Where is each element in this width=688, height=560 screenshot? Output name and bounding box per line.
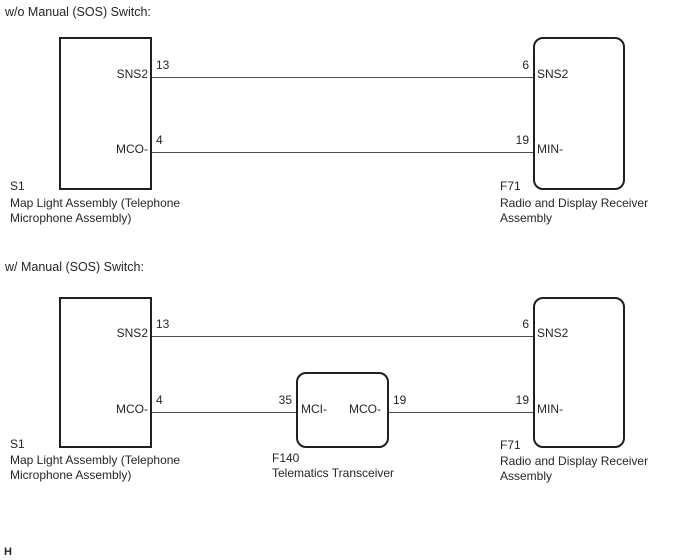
diagram1-f71-caption-line1: Radio and Display Receiver — [500, 196, 649, 210]
diagram2-f140-caption: Telematics Transceiver — [272, 466, 395, 480]
diagram1-s1-caption-line2: Microphone Assembly) — [10, 211, 132, 225]
diagram1-terminal-13: 13 — [156, 58, 170, 72]
diagram2-terminal-19-f140: 19 — [393, 393, 407, 407]
diagram2-wire-sns2 — [152, 336, 533, 337]
footer-page-mark: H — [4, 546, 12, 558]
diagram2-f71-caption: Radio and Display Receiver Assembly — [500, 454, 648, 484]
diagram1-s1-caption: Map Light Assembly (Telephone Microphone… — [10, 196, 180, 226]
diagram1-wire-mco-min — [152, 152, 533, 153]
diagram2-terminal-4: 4 — [156, 393, 163, 407]
diagram1-terminal-4: 4 — [156, 133, 163, 147]
diagram2-s1-caption: Map Light Assembly (Telephone Microphone… — [10, 453, 180, 483]
diagram1-s1-caption-line1: Map Light Assembly (Telephone — [10, 196, 181, 210]
diagram2-s1-caption-line2: Microphone Assembly) — [10, 468, 132, 482]
diagram2-f140-code: F140 — [272, 451, 300, 465]
diagram2-terminal-6: 6 — [522, 317, 529, 331]
diagram1-s1-pin-mco-label: MCO- — [116, 142, 148, 156]
diagram1-s1-pin-sns2-label: SNS2 — [116, 67, 148, 81]
diagram2-f71-pin-min-label: MIN- — [537, 402, 563, 416]
diagram2-s1-code: S1 — [10, 437, 25, 451]
diagram2-wire-mco-to-min — [389, 412, 533, 413]
diagram2-f71-pin-sns2-label: SNS2 — [537, 326, 569, 340]
diagram1-f71-caption: Radio and Display Receiver Assembly — [500, 196, 648, 226]
diagram2-title: w/ Manual (SOS) Switch: — [5, 260, 144, 274]
diagram2-terminal-35: 35 — [278, 393, 292, 407]
diagram1-f71-caption-line2: Assembly — [500, 211, 553, 225]
diagram1-terminal-19: 19 — [515, 133, 529, 147]
diagram1-terminal-6: 6 — [522, 58, 529, 72]
diagram1-f71-pin-sns2-label: SNS2 — [537, 67, 569, 81]
diagram2-s1-caption-line1: Map Light Assembly (Telephone — [10, 453, 181, 467]
diagram2-f71-caption-line2: Assembly — [500, 469, 553, 483]
diagram1-title: w/o Manual (SOS) Switch: — [5, 5, 151, 19]
diagram1-radio-box — [533, 37, 625, 190]
diagram1-f71-code: F71 — [500, 179, 521, 193]
diagram2-terminal-13: 13 — [156, 317, 170, 331]
diagram2-s1-pin-sns2-label: SNS2 — [116, 326, 148, 340]
diagram2-f140-pin-mci-label: MCI- — [301, 402, 327, 416]
diagram2-f71-caption-line1: Radio and Display Receiver — [500, 454, 649, 468]
diagram1-s1-code: S1 — [10, 179, 25, 193]
diagram1-map-light-box — [59, 37, 152, 190]
diagram2-f71-code: F71 — [500, 438, 521, 452]
diagram1-f71-pin-min-label: MIN- — [537, 142, 563, 156]
diagram2-terminal-19-f71: 19 — [515, 393, 529, 407]
diagram2-wire-mco-to-mci — [152, 412, 296, 413]
diagram2-map-light-box — [59, 297, 152, 448]
diagram2-radio-box — [533, 297, 625, 448]
diagram2-telematics-box — [296, 372, 389, 448]
diagram2-f140-pin-mco-label: MCO- — [349, 402, 381, 416]
diagram1-wire-sns2 — [152, 77, 533, 78]
diagram2-s1-pin-mco-label: MCO- — [116, 402, 148, 416]
